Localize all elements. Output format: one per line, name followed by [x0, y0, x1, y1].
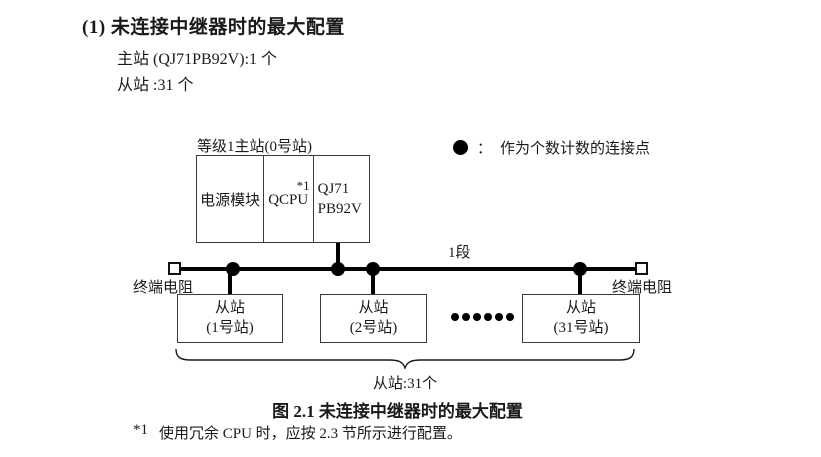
network-module-label-line2: PB92V	[317, 201, 362, 217]
master-drop-line	[336, 243, 340, 268]
slave-label-line1: 从站	[358, 300, 389, 316]
ellipsis-dot	[462, 313, 470, 321]
terminator-label-right: 终端电阻	[612, 280, 673, 296]
section-title: (1) 未连接中继器时的最大配置	[82, 17, 345, 38]
terminator-square-right	[635, 262, 648, 275]
figure-caption: 图 2.1 未连接中继器时的最大配置	[272, 402, 523, 421]
master-station-box: 电源模块 *1 QCPU QJ71 PB92V	[196, 155, 370, 243]
slave1-drop-line	[228, 269, 232, 294]
slave2-drop-line	[371, 269, 375, 294]
slave-label-line1: 从站	[565, 300, 596, 316]
cpu-footnote-marker: *1	[296, 178, 310, 193]
connection-dot	[226, 262, 240, 276]
footnote: *1 使用冗余 CPU 时，应按 2.3 节所示进行配置。	[133, 422, 462, 443]
terminator-square-left	[168, 262, 181, 275]
ellipsis-dot	[451, 313, 459, 321]
terminator-label-left: 终端电阻	[133, 280, 194, 296]
footnote-text: 使用冗余 CPU 时，应按 2.3 节所示进行配置。	[159, 426, 462, 442]
power-module-label: 电源模块	[200, 192, 261, 209]
slave31-drop-line	[578, 269, 582, 294]
connection-point-icon	[453, 140, 468, 155]
slave-station-box: 从站 (31号站)	[522, 294, 640, 343]
ellipsis-dot	[473, 313, 481, 321]
ellipsis-dot	[484, 313, 492, 321]
ellipsis-dots	[451, 313, 514, 321]
connection-dot	[366, 262, 380, 276]
connection-dot	[573, 262, 587, 276]
master-count-line: 主站 (QJ71PB92V):1 个	[117, 51, 278, 68]
master-station-label: 等级1主站(0号站)	[197, 139, 312, 155]
bus-line	[180, 267, 635, 271]
connection-dot	[331, 262, 345, 276]
slave-label-line2: (2号站)	[349, 319, 398, 336]
segment-label: 1段	[448, 245, 471, 261]
brace-shape	[175, 348, 635, 369]
slave-label-line2: (31号站)	[553, 319, 609, 336]
ellipsis-dot	[506, 313, 514, 321]
slave-count-line: 从站 :31 个	[117, 77, 194, 94]
cpu-module-cell: *1 QCPU	[263, 156, 312, 242]
slave-station-box: 从站 (2号站)	[320, 294, 427, 343]
power-module-cell: 电源模块	[197, 156, 263, 242]
network-module-cell: QJ71 PB92V	[312, 156, 369, 242]
slave-label-line2: (1号站)	[206, 319, 254, 336]
footnote-marker: *1	[133, 422, 148, 438]
legend-text: 作为个数计数的连接点	[500, 141, 651, 157]
cpu-module-label: QCPU	[268, 192, 309, 208]
ellipsis-dot	[495, 313, 503, 321]
legend: ： 作为个数计数的连接点	[453, 137, 650, 158]
legend-colon: ：	[477, 141, 493, 157]
slave-station-box: 从站 (1号站)	[177, 294, 283, 343]
slave-label-line1: 从站	[214, 300, 245, 316]
network-module-label-line1: QJ71	[317, 180, 350, 197]
brace-label: 从站:31个	[372, 376, 438, 392]
